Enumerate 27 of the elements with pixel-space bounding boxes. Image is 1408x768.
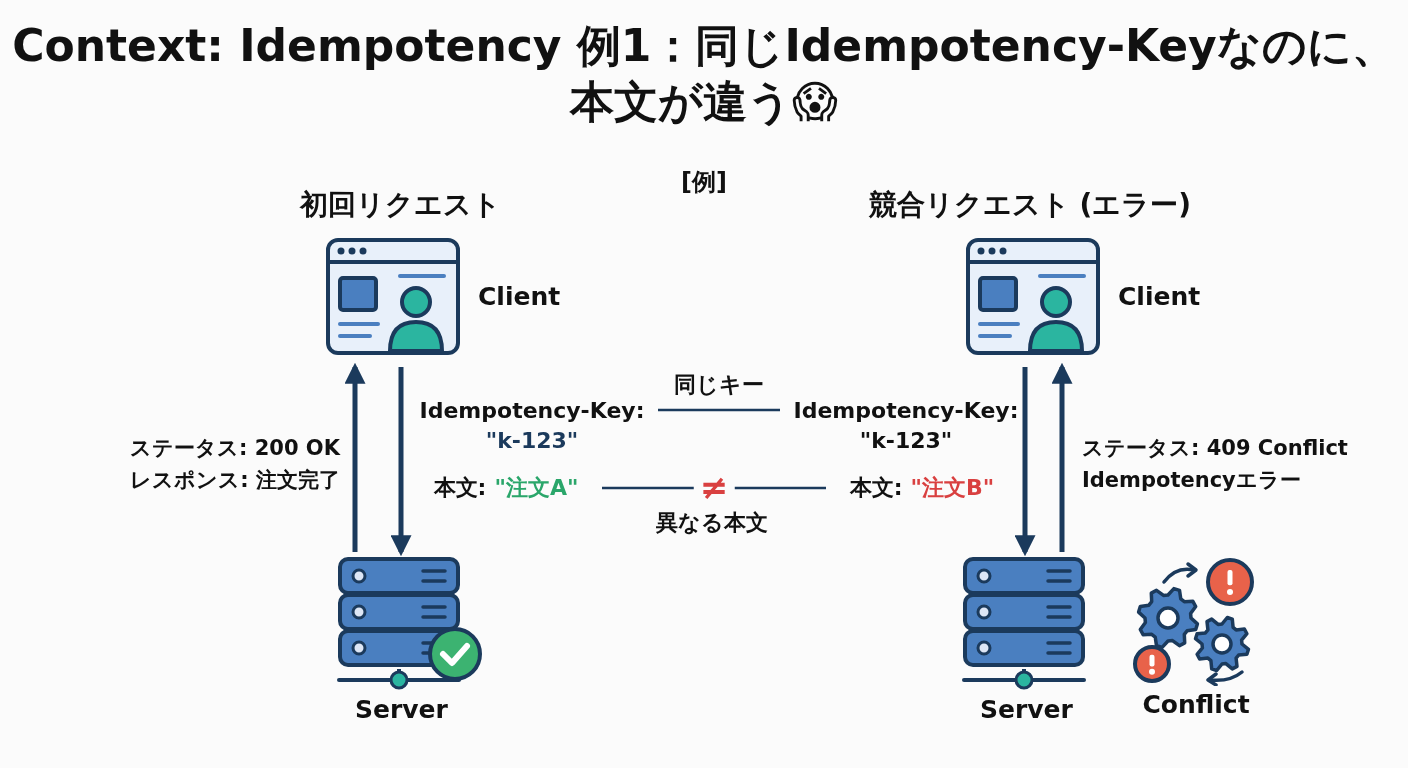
field-value: "k-123" xyxy=(859,427,953,455)
node-label: Client xyxy=(1118,282,1201,311)
note-text: ステータス: 409 Conflict xyxy=(1082,435,1349,462)
section-heading: 競合リクエスト (エラー) xyxy=(867,187,1193,223)
note-text: 異なる本文 xyxy=(655,509,769,537)
field-value: "注文B" xyxy=(910,474,995,502)
connector-line xyxy=(658,408,780,412)
node-label: Server xyxy=(980,695,1073,724)
arrow xyxy=(1014,367,1036,557)
note-text: ステータス: 200 OK xyxy=(129,435,340,462)
arrow xyxy=(390,367,412,557)
field-value: "注文A" xyxy=(494,474,579,502)
field-name: 本文: xyxy=(849,474,903,502)
arrow xyxy=(1051,362,1073,552)
node-label: Conflict xyxy=(1142,690,1250,719)
section-heading: [例] xyxy=(680,167,728,198)
node-label: Client xyxy=(478,282,561,311)
section-heading: 初回リクエスト xyxy=(298,187,502,223)
arrow xyxy=(344,362,366,552)
title: Context: Idempotency 例1：同じIdempotency-Keyなのに、本文が違う😱 xyxy=(11,19,1397,129)
field-name: Idempotency-Key: xyxy=(793,397,1019,425)
note-text: Idempotencyエラー xyxy=(1082,467,1302,494)
field-value: "k-123" xyxy=(485,427,579,455)
node-label: Server xyxy=(355,695,448,724)
field-name: 本文: xyxy=(433,474,487,502)
note-text: レスポンス: 注文完了 xyxy=(129,467,340,494)
field-name: Idempotency-Key: xyxy=(419,397,645,425)
